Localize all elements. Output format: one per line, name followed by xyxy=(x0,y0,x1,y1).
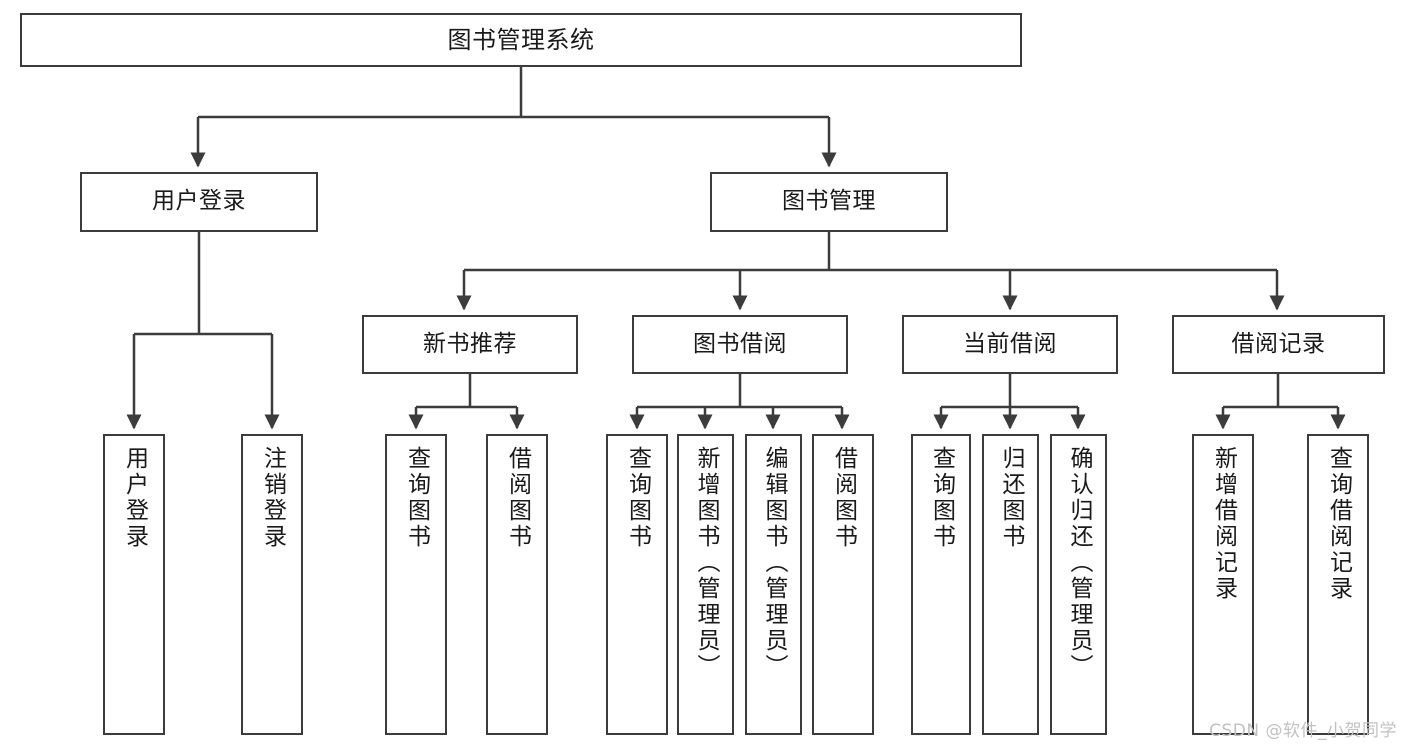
node-label: 借阅图书 xyxy=(504,446,531,550)
node-book-borrow[interactable]: 图书借阅 xyxy=(632,315,848,374)
node-label: 图书借阅 xyxy=(693,330,787,357)
node-label: 借阅记录 xyxy=(1231,330,1326,357)
node-leaf-add-book-admin[interactable]: 新增图书（管理员） xyxy=(677,434,734,735)
node-root-system[interactable]: 图书管理系统 xyxy=(20,13,1022,67)
node-label: 用户登录 xyxy=(121,446,148,550)
node-label: 新增借阅记录 xyxy=(1210,446,1237,602)
node-leaf-confirm-return-admin[interactable]: 确认归还（管理员） xyxy=(1050,434,1107,735)
watermark-text: CSDN @软件_小贺同学 xyxy=(1209,721,1397,741)
node-label: 归还图书 xyxy=(998,446,1024,550)
node-label: 图书管理 xyxy=(782,188,876,215)
node-leaf-borrow-book[interactable]: 借阅图书 xyxy=(812,434,874,735)
node-leaf-add-borrow-record[interactable]: 新增借阅记录 xyxy=(1192,434,1254,735)
node-leaf-query-book-borrow[interactable]: 查询图书 xyxy=(606,434,668,735)
node-label: 查询借阅记录 xyxy=(1325,446,1352,602)
node-label: 编辑图书（管理员） xyxy=(761,446,787,680)
node-leaf-user-login[interactable]: 用户登录 xyxy=(103,434,165,735)
node-label: 查询图书 xyxy=(928,446,955,550)
node-leaf-edit-book-admin[interactable]: 编辑图书（管理员） xyxy=(745,434,802,735)
node-label: 新增图书（管理员） xyxy=(693,446,719,680)
node-label: 用户登录 xyxy=(152,188,246,215)
node-label: 新书推荐 xyxy=(423,330,517,357)
node-user-login[interactable]: 用户登录 xyxy=(80,172,318,232)
node-borrow-record[interactable]: 借阅记录 xyxy=(1172,315,1385,374)
node-leaf-logout[interactable]: 注销登录 xyxy=(241,434,303,735)
node-current-borrow[interactable]: 当前借阅 xyxy=(902,315,1118,374)
node-label: 确认归还（管理员） xyxy=(1066,446,1092,680)
node-leaf-query-book-recommend[interactable]: 查询图书 xyxy=(385,434,447,735)
node-label: 查询图书 xyxy=(624,446,651,550)
node-leaf-return-book[interactable]: 归还图书 xyxy=(982,434,1039,735)
node-leaf-query-book-current[interactable]: 查询图书 xyxy=(911,434,971,735)
node-label: 图书管理系统 xyxy=(447,25,595,54)
node-label: 注销登录 xyxy=(259,446,286,550)
node-label: 当前借阅 xyxy=(963,330,1057,357)
node-leaf-query-borrow-record[interactable]: 查询借阅记录 xyxy=(1307,434,1369,735)
node-label: 借阅图书 xyxy=(830,446,857,550)
node-label: 查询图书 xyxy=(403,446,430,550)
node-new-book-recommend[interactable]: 新书推荐 xyxy=(362,315,578,374)
node-book-management[interactable]: 图书管理 xyxy=(710,172,948,232)
node-leaf-borrow-book-recommend[interactable]: 借阅图书 xyxy=(486,434,548,735)
